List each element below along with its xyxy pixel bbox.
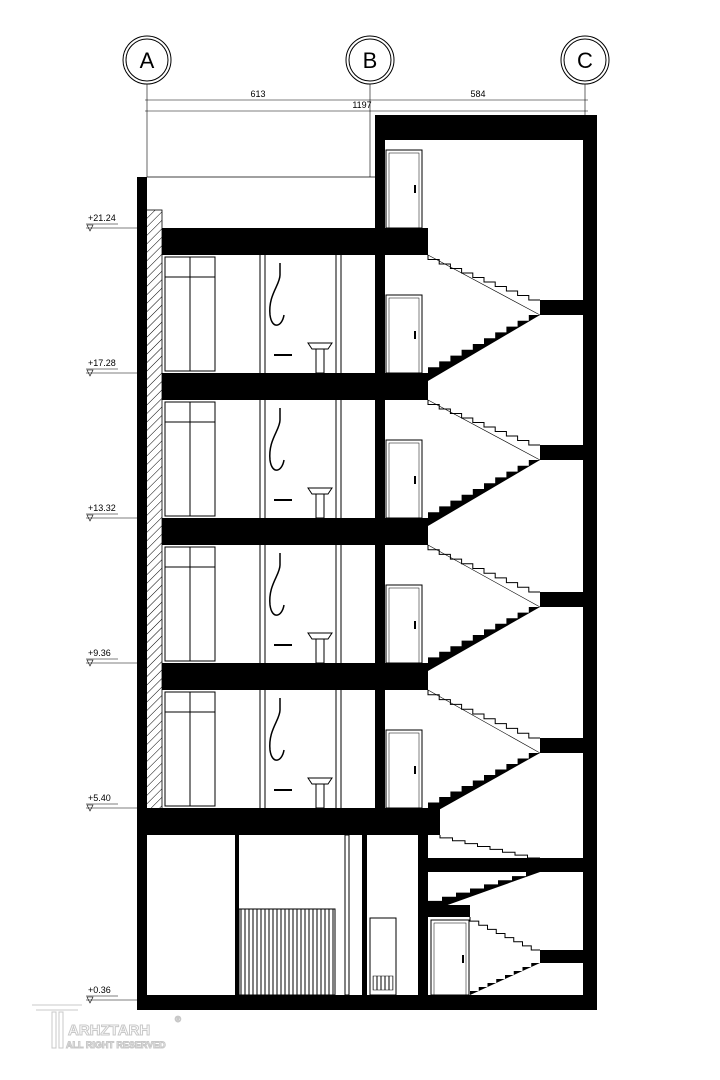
stair-landing: [540, 950, 583, 963]
stair-flight-upper: [427, 400, 540, 446]
stair-flight-upper: [469, 917, 540, 951]
wardrobe: [164, 256, 216, 372]
garage-door: [238, 908, 336, 996]
wall-b: [375, 400, 385, 518]
washbasin-icon: [307, 632, 333, 664]
washbasin-icon: [307, 487, 333, 519]
stair-door: [385, 584, 423, 664]
svg-text:®: ®: [175, 1015, 181, 1024]
ground-floor: [235, 834, 583, 996]
level-label: +9.36: [88, 648, 111, 658]
svg-text:A: A: [140, 48, 155, 73]
washbasin-icon: [307, 342, 333, 374]
level-marker: +17.28: [86, 358, 137, 377]
stair-flight-lower: [428, 607, 540, 671]
svg-text:B: B: [363, 48, 378, 73]
level-label: +17.28: [88, 358, 116, 368]
wall-b: [375, 545, 385, 663]
stair-landing: [540, 738, 583, 753]
shower-icon: [269, 408, 292, 501]
stair-landing: [540, 445, 583, 460]
stair-landing: [540, 592, 583, 607]
level-marker: +5.40: [86, 793, 137, 812]
roof-door: [385, 149, 423, 229]
stair-soffit: [427, 399, 541, 461]
level-marker: +21.24: [86, 213, 137, 232]
level-label: +21.24: [88, 213, 116, 223]
watermark-logo: ARHZTARH ® ALL RIGHT RESERVED: [32, 1004, 182, 1051]
shower-icon: [269, 698, 292, 791]
level-marker: +0.36: [86, 985, 137, 1004]
stair-door: [385, 729, 423, 809]
stairs: [427, 254, 583, 995]
floor-slab: [162, 663, 428, 690]
floor-slab: [162, 228, 428, 255]
wall-b: [375, 690, 385, 808]
svg-text:ARHZTARH: ARHZTARH: [68, 1022, 150, 1039]
wardrobe: [164, 546, 216, 662]
stair-flight-upper: [427, 545, 540, 593]
wall-b: [375, 255, 385, 373]
entry-door: [430, 919, 470, 996]
shower-icon: [269, 263, 292, 356]
grid-bubble-c: C: [560, 35, 610, 115]
level-label: +13.32: [88, 503, 116, 513]
dimension-ab: 613: [250, 89, 265, 99]
structure: [137, 115, 597, 1010]
grid-bubble-b: B: [345, 35, 395, 177]
wardrobe: [164, 691, 216, 807]
stair-flight-lower: [470, 963, 540, 995]
service-door: [369, 917, 397, 996]
level-markers: +21.24 +17.28 +13.32 +9.36 +5.40 +0.36: [86, 213, 137, 1004]
stair-soffit: [427, 544, 541, 608]
stair-flight-lower: [428, 315, 540, 381]
wardrobe: [164, 401, 216, 517]
stair-flight-lower: [428, 872, 540, 912]
stair-flight-upper: [439, 835, 540, 859]
floor-slab: [162, 373, 428, 400]
stair-soffit: [427, 254, 541, 316]
dimension-lines: [145, 99, 588, 112]
stair-flight-upper: [427, 255, 540, 301]
stair-door: [385, 439, 423, 519]
storeys: [162, 149, 428, 809]
stair-soffit: [427, 689, 541, 754]
grid-bubble-a: A: [122, 35, 172, 177]
svg-text:C: C: [577, 48, 593, 73]
svg-text:ALL RIGHT RESERVED: ALL RIGHT RESERVED: [66, 1040, 166, 1050]
dimension-total: 1197: [352, 100, 371, 110]
level-marker: +13.32: [86, 503, 137, 522]
stair-flight-upper: [427, 690, 540, 739]
level-label: +5.40: [88, 793, 111, 803]
shower-icon: [269, 553, 292, 646]
washbasin-icon: [307, 777, 333, 809]
stair-door: [385, 294, 423, 374]
level-label: +0.36: [88, 985, 111, 995]
stair-flight-lower: [428, 460, 540, 526]
dimension-bc: 584: [470, 89, 485, 99]
floor-slab: [162, 518, 428, 545]
level-marker: +9.36: [86, 648, 137, 667]
stair-flight-lower: [428, 753, 540, 816]
stair-landing: [540, 300, 583, 315]
